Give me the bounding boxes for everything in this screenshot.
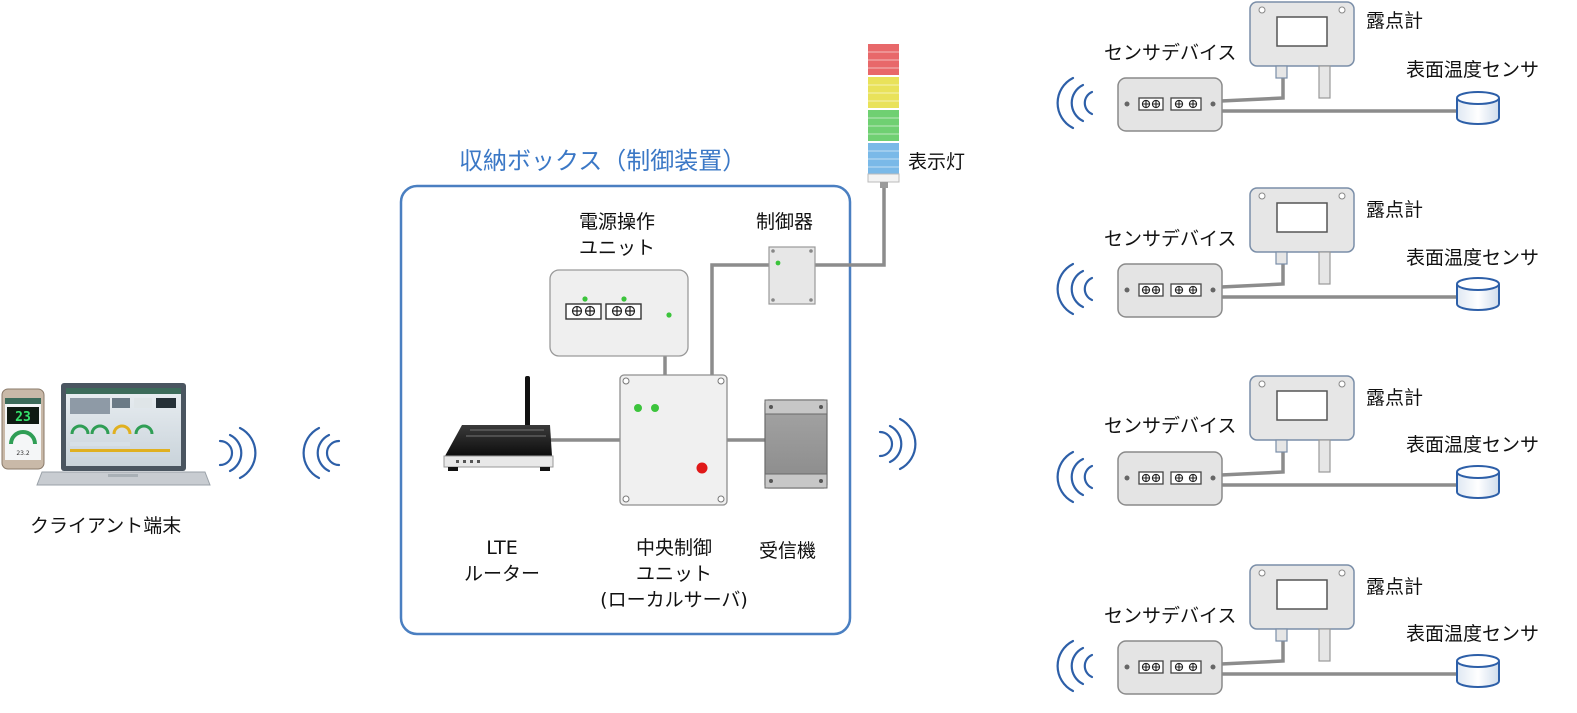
dew-point-meter-label: 露点計 — [1366, 387, 1424, 409]
storage-box-title: 収納ボックス（制御装置） — [459, 147, 747, 175]
phone-gauge-value: 23.2 — [16, 450, 30, 457]
dew-point-meter-label: 露点計 — [1366, 199, 1424, 221]
smartphone: 23 23.2 — [1, 388, 45, 470]
storage-box-frame — [399, 184, 852, 636]
indicator-light-tower — [867, 44, 900, 188]
internal-cables — [550, 186, 886, 442]
controller-label: 制御器 — [756, 211, 814, 233]
central-unit-label-line2: ユニット — [635, 563, 712, 585]
surface-temp-sensor-label: 表面温度センサ — [1406, 623, 1540, 645]
power-unit-label-line1: 電源操作 — [578, 211, 655, 233]
power-unit-label-line2: ユニット — [578, 237, 655, 259]
wireless-waves — [218, 417, 917, 480]
indicator-light-label: 表示灯 — [908, 151, 966, 173]
surface-temp-sensor-label: 表面温度センサ — [1406, 59, 1540, 81]
client-terminal-label: クライアント端末 — [30, 515, 182, 537]
lte-router — [443, 376, 554, 471]
central-unit-label-line3: (ローカルサーバ) — [600, 589, 748, 611]
central-control-unit — [619, 374, 728, 506]
power-operation-unit — [549, 269, 689, 357]
sensor-device-label: センサデバイス — [1104, 42, 1237, 64]
sensor-device-label: センサデバイス — [1104, 228, 1237, 250]
sensor-device-label: センサデバイス — [1104, 605, 1237, 627]
dew-point-meter-label: 露点計 — [1366, 576, 1424, 598]
phone-big-readout: 23 — [15, 410, 31, 425]
receiver-device — [764, 399, 828, 489]
sensor-device-label: センサデバイス — [1104, 415, 1237, 437]
lte-router-label-line1: LTE — [486, 537, 518, 559]
laptop — [36, 383, 211, 486]
central-unit-label-line1: 中央制御 — [635, 537, 712, 559]
receiver-label: 受信機 — [759, 540, 817, 562]
controller-device — [768, 246, 816, 305]
surface-temp-sensor-label: 表面温度センサ — [1406, 434, 1540, 456]
lte-router-label-line2: ルーター — [463, 563, 540, 585]
surface-temp-sensor-label: 表面温度センサ — [1406, 247, 1540, 269]
dew-point-meter-label: 露点計 — [1366, 10, 1424, 32]
